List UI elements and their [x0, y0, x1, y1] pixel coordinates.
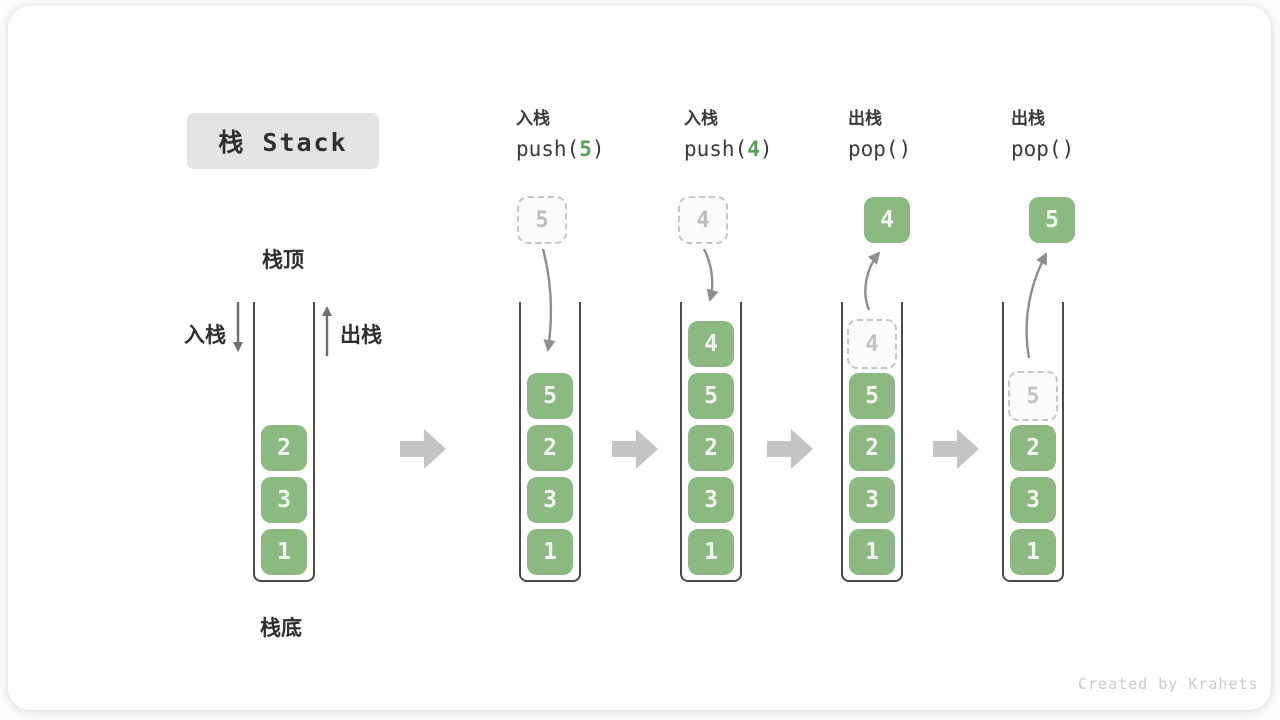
- stack-item: 2: [261, 425, 307, 471]
- code-text: ): [591, 137, 605, 161]
- flow-arrow-icon: [612, 429, 658, 469]
- stack-container-1: 2 3 1: [253, 302, 315, 582]
- code-text: ): [898, 137, 912, 161]
- code-text: ): [759, 137, 773, 161]
- stack-item: 3: [688, 477, 734, 523]
- title-text: 栈 Stack: [218, 128, 348, 157]
- flow-arrow-icon: [933, 429, 979, 469]
- op-header-pop-1: 出栈 pop(): [848, 104, 998, 164]
- stack-item: 1: [261, 529, 307, 575]
- stack-item: 1: [688, 529, 734, 575]
- op-name: 入栈: [516, 109, 550, 129]
- op-code: push(4): [684, 134, 834, 164]
- op-code: pop(): [848, 134, 998, 164]
- ghost-item: 5: [1008, 371, 1058, 421]
- op-name: 出栈: [1011, 109, 1045, 129]
- stack-bottom-label: 栈底: [260, 616, 302, 640]
- pop-direction-label: 出栈: [340, 323, 382, 347]
- stack-item: 2: [527, 425, 573, 471]
- code-arg: 4: [747, 137, 760, 161]
- op-header-push-5: 入栈 push(5): [516, 104, 666, 164]
- op-code: pop(): [1011, 134, 1161, 164]
- incoming-item: 5: [517, 196, 567, 244]
- code-arg: 5: [579, 137, 592, 161]
- stack-item: 2: [849, 425, 895, 471]
- stack-item: 4: [688, 321, 734, 367]
- title-badge: 栈 Stack: [187, 113, 379, 169]
- push-direction-label: 入栈: [184, 323, 226, 347]
- popped-item: 5: [1029, 197, 1075, 243]
- stack-item: 1: [527, 529, 573, 575]
- stack-container-4: 4 5 2 3 1: [841, 302, 903, 582]
- op-header-pop-2: 出栈 pop(): [1011, 104, 1161, 164]
- ghost-item: 4: [847, 319, 897, 369]
- stack-container-2: 5 2 3 1: [519, 302, 581, 582]
- stack-item: 3: [849, 477, 895, 523]
- code-text: pop(: [1011, 137, 1062, 161]
- code-text: push(: [516, 137, 580, 161]
- push-arrow-icon: [702, 248, 719, 302]
- stack-item: 5: [688, 373, 734, 419]
- stack-item: 3: [1010, 477, 1056, 523]
- flow-arrow-icon: [767, 429, 813, 469]
- watermark: Created by Krahets: [1078, 675, 1259, 693]
- op-code: push(5): [516, 134, 666, 164]
- stack-item: 1: [1010, 529, 1056, 575]
- code-text: ): [1061, 137, 1075, 161]
- stack-item: 5: [527, 373, 573, 419]
- op-name: 出栈: [848, 109, 882, 129]
- stack-item: 5: [849, 373, 895, 419]
- popped-item: 4: [864, 197, 910, 243]
- stack-item: 2: [1010, 425, 1056, 471]
- op-name: 入栈: [684, 109, 718, 129]
- flow-arrow-icon: [400, 429, 446, 469]
- stack-top-label: 栈顶: [262, 248, 304, 272]
- incoming-item: 4: [678, 196, 728, 244]
- stack-item: 2: [688, 425, 734, 471]
- stack-item: 3: [527, 477, 573, 523]
- stack-item: 1: [849, 529, 895, 575]
- stack-container-5: 5 2 3 1: [1002, 302, 1064, 582]
- stack-container-3: 4 5 2 3 1: [680, 302, 742, 582]
- code-text: push(: [684, 137, 748, 161]
- stack-item: 3: [261, 477, 307, 523]
- code-text: pop(: [848, 137, 899, 161]
- op-header-push-4: 入栈 push(4): [684, 104, 834, 164]
